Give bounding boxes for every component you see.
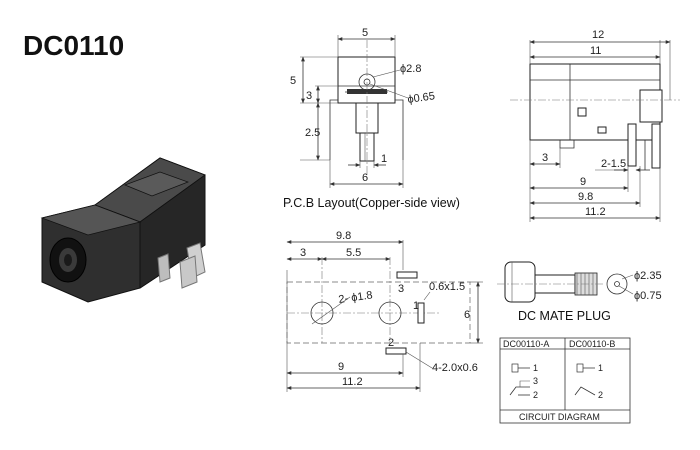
hole-large-label: ϕ2.8 [400,63,421,75]
circuit-a-pin-3: 3 [533,376,538,386]
pcb-pin-3: 3 [398,283,404,295]
pcb-dim-9-8: 9.8 [336,230,351,242]
dim-side-11: 11 [590,45,601,57]
dim-side-9-8: 9.8 [578,191,593,203]
pcb-dim-5-5: 5.5 [346,247,361,259]
pcb-pin-2: 2 [388,337,394,349]
pcb-holes-label: 2- ϕ1.8 [338,289,374,306]
top-view-drawing: 5 5 3 2.5 1 6 ϕ2.8 ϕ0.65 [290,27,436,188]
circuit-caption: CIRCUIT DIAGRAM [519,412,600,422]
part-title: DC0110 [23,30,124,61]
plug-inner-label: ϕ0.75 [634,290,662,302]
plug-caption: DC MATE PLUG [518,309,611,323]
pcb-layout-drawing: 2- ϕ1.8 3 1 2 0.6x1.5 4-2.0x0.6 9.8 3 5.… [286,230,483,392]
dim-top-1: 1 [381,153,387,165]
pcb-dim-3: 3 [300,247,306,259]
dim-top-3: 3 [306,90,312,102]
circuit-b-pin-1: 1 [598,363,603,373]
pcb-layout-caption: P.C.B Layout(Copper-side view) [283,196,460,210]
dc-mate-plug-drawing: ϕ2.35 ϕ0.75 [497,261,662,303]
dim-side-2-1-5: 2-1.5 [601,158,626,170]
pcb-dim-9: 9 [338,361,344,373]
side-view-drawing: 12 11 3 2-1.5 9 9.8 11.2 [510,29,680,222]
hole-small-label: ϕ0.65 [407,90,436,106]
circuit-diagram: DC00110-A DC00110-B 1 3 2 1 2 CIRCUIT DI… [499,337,631,424]
dim-side-12: 12 [592,29,604,41]
dim-side-11-2: 11.2 [585,206,606,218]
dc-jack-photo [40,157,206,303]
plug-outer-label: ϕ2.35 [634,270,662,282]
dim-side-9: 9 [580,176,586,188]
dim-top-6: 6 [362,172,368,184]
circuit-b-pin-2: 2 [598,390,603,400]
circuit-a-pin-2: 2 [533,390,538,400]
dim-top-2-5: 2.5 [305,127,320,139]
dim-side-3: 3 [542,152,548,164]
circuit-col-a: DC00110-A [503,339,549,349]
pcb-dim-11-2: 11.2 [342,376,363,388]
pcb-dim-6: 6 [464,309,470,321]
dim-top-height: 5 [290,75,296,87]
pcb-slot-b-label: 4-2.0x0.6 [432,362,478,374]
circuit-col-b: DC00110-B [569,339,615,349]
circuit-a-pin-1: 1 [533,363,538,373]
pcb-pin-1: 1 [413,300,419,312]
dim-top-width: 5 [362,27,368,39]
pcb-slot-a-label: 0.6x1.5 [429,281,465,293]
